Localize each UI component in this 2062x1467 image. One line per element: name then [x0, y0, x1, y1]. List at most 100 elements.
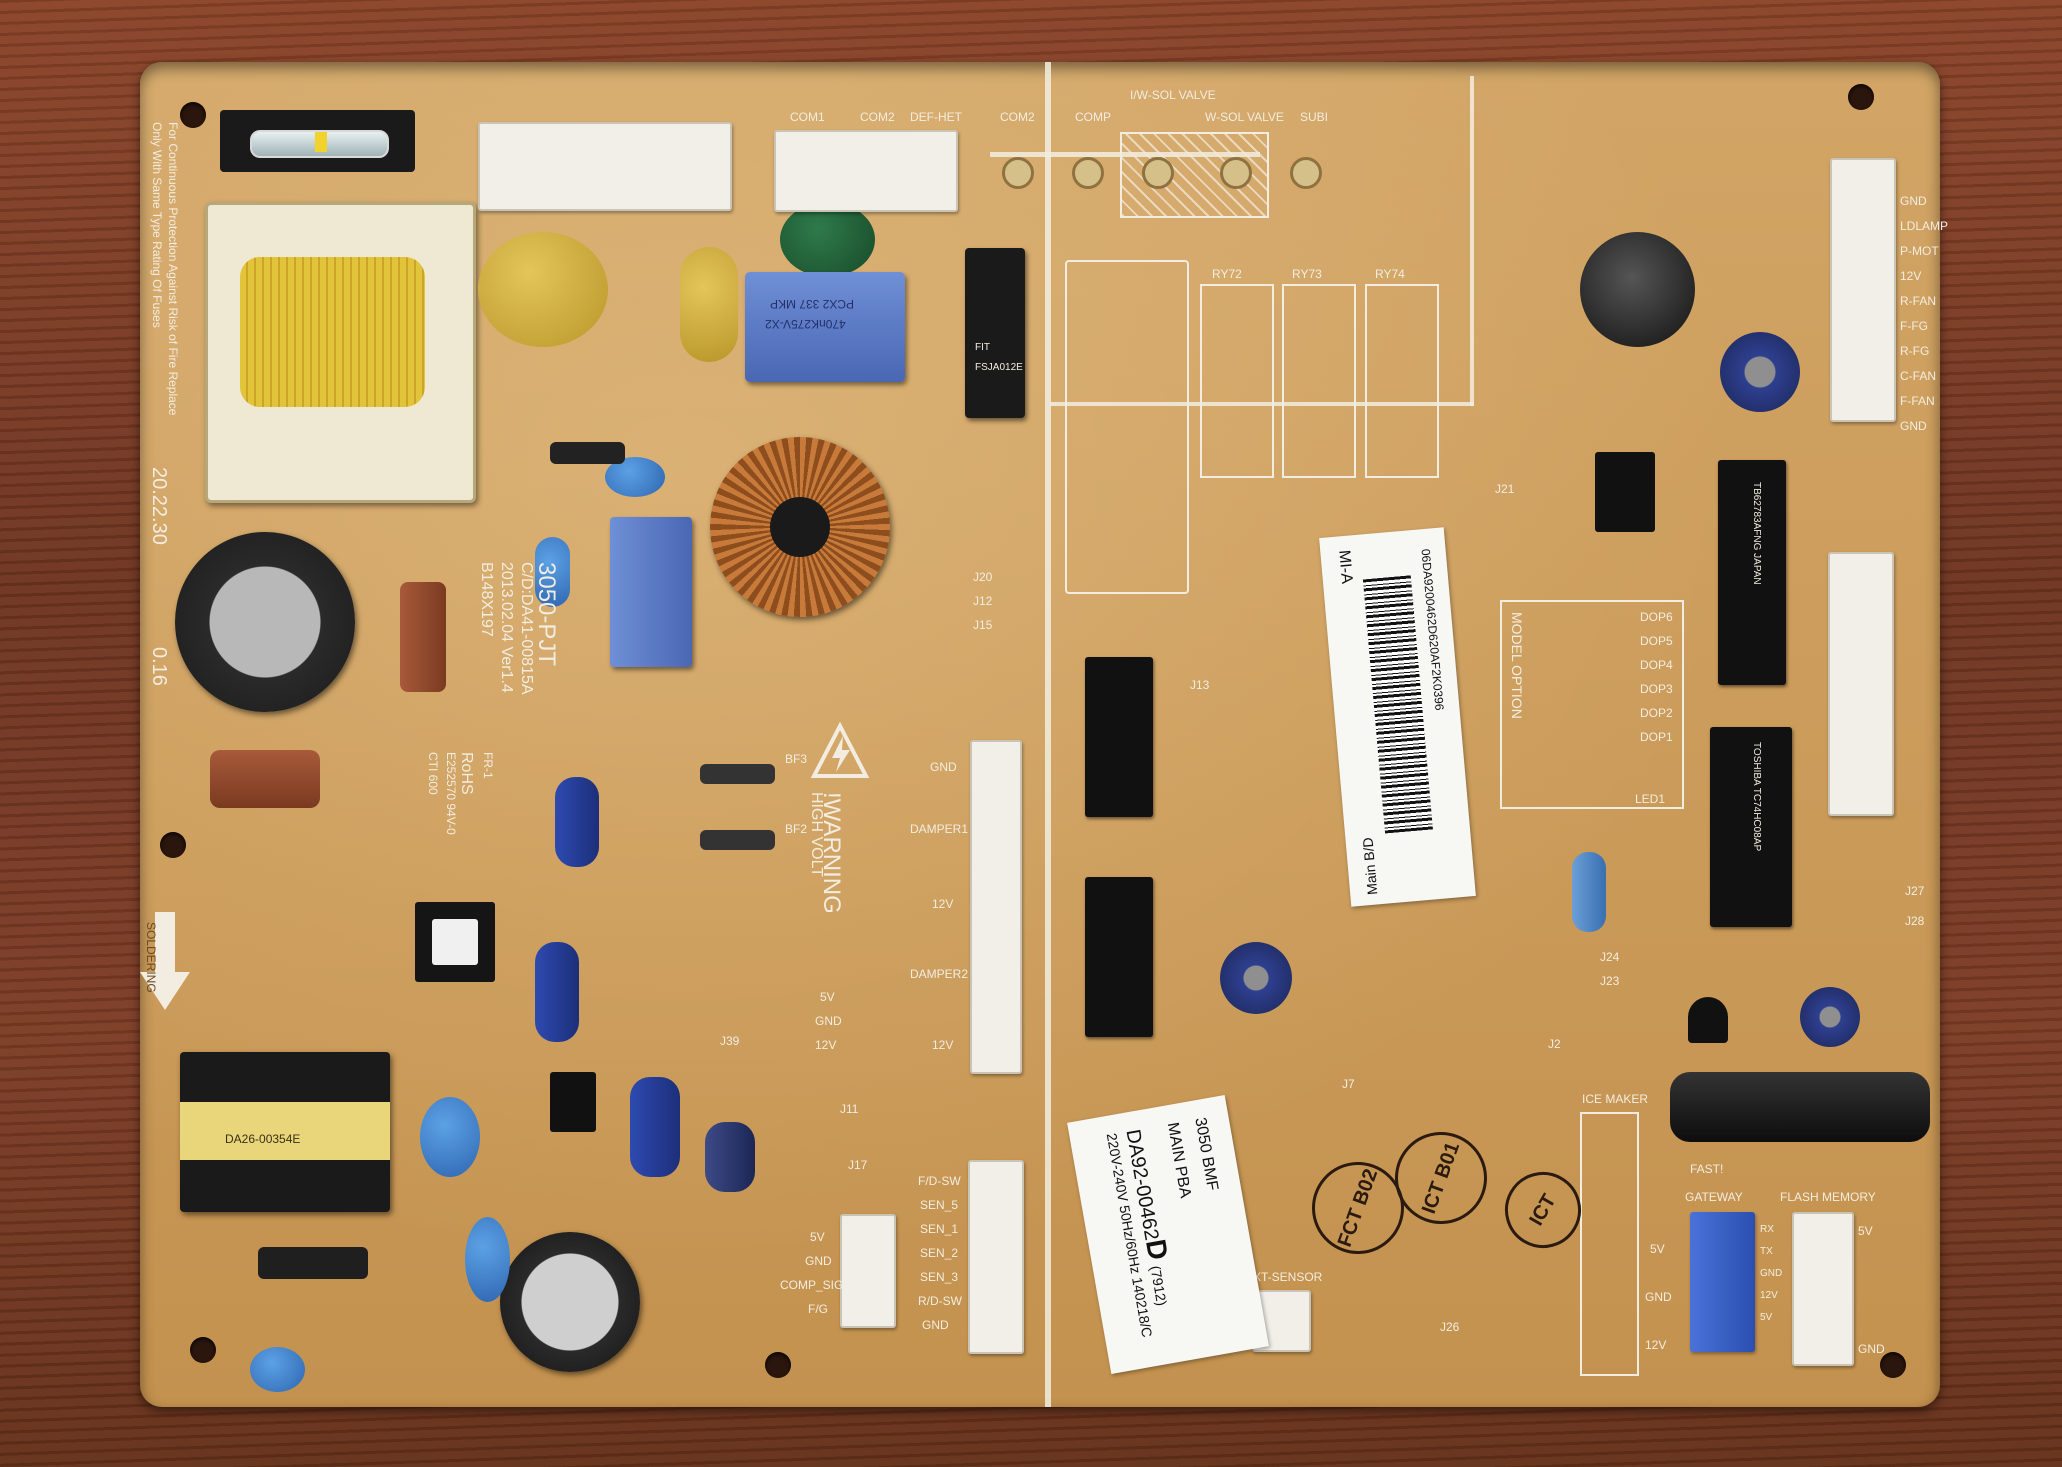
label-sen5: SEN_5	[920, 1198, 959, 1212]
label-12v: 12V	[1900, 269, 1922, 283]
isolation-line	[1470, 76, 1474, 406]
sticker-line3-suffix: D	[1139, 1236, 1174, 1263]
film-cap-marking: 470nK275V-X2	[765, 317, 846, 331]
jumper-j17: J17	[848, 1158, 868, 1172]
mounting-hole	[180, 102, 206, 128]
barcode	[1362, 575, 1433, 834]
label-comp: COMP	[1075, 110, 1111, 124]
fuse-element	[315, 132, 327, 152]
label-subi: SUBI	[1300, 110, 1329, 124]
mounting-hole	[765, 1352, 791, 1378]
jumper-j2: J2	[1548, 1037, 1561, 1051]
ferrite-core	[1670, 1072, 1930, 1142]
label-bf2: BF2	[785, 822, 808, 836]
green-capacitor	[780, 202, 875, 277]
label-iw-sol-valve: I/W-SOL VALVE	[1130, 88, 1216, 102]
label-r-fg: R-FG	[1900, 344, 1930, 358]
sticker-serial: 06DA9200462D620AF2K0396	[1418, 548, 1447, 712]
film-capacitor-brown	[400, 582, 446, 692]
label-ext-sensor: EXT-SENSOR	[1245, 1270, 1323, 1284]
label-dop3: DOP3	[1640, 682, 1673, 696]
label-ice-gnd: GND	[1645, 1290, 1672, 1304]
label-sen2: SEN_2	[920, 1246, 959, 1260]
label-gnd: GND	[815, 1014, 842, 1028]
ic52-marking: TOSHIBA TC74HC08AP	[1751, 742, 1762, 852]
label-r-fan: R-FAN	[1900, 294, 1936, 308]
connector-cn77	[478, 122, 732, 211]
transformer-code: DA26-00354E	[225, 1132, 301, 1146]
electrolytic-capacitor-small	[555, 777, 599, 867]
label-dop5: DOP5	[1640, 634, 1673, 648]
model-option-box	[1500, 600, 1684, 809]
date-line: 2013.02.04 Ver1.4	[498, 562, 515, 693]
electrolytic-capacitor-small	[705, 1122, 755, 1192]
sticker-line1: 3050 BMF	[1191, 1116, 1221, 1192]
stamp-text: ICT B01	[1417, 1139, 1464, 1217]
stamp-text: ICT	[1524, 1190, 1561, 1230]
connector-damper	[970, 740, 1022, 1074]
ic52	[1710, 727, 1792, 927]
terminal-tab	[1142, 157, 1174, 189]
jumper-j26: J26	[1440, 1320, 1460, 1334]
diode	[550, 442, 625, 464]
mounting-hole	[1848, 84, 1874, 110]
label-com1: COM1	[790, 110, 825, 124]
ic31	[1718, 460, 1786, 685]
relay-footprint-ry74	[1365, 284, 1439, 478]
jumper-j11: J11	[840, 1102, 859, 1116]
film-capacitor-brown	[210, 750, 320, 808]
label-fd-sw: F/D-SW	[918, 1174, 961, 1188]
connector-cn51	[1828, 552, 1894, 816]
film-cap-marking: PCX2 337 MKP	[770, 297, 855, 311]
soldering-label: SOLDERING	[144, 922, 158, 993]
stamp-text: FCT B02	[1333, 1165, 1382, 1250]
label-ldlamp: LDLAMP	[1900, 219, 1949, 233]
part-sticker: 3050 BMF MAIN PBA DA92-00462D (7912) 220…	[1067, 1095, 1269, 1374]
relay-model: FSJA012E	[975, 362, 1023, 373]
label-gateway: GATEWAY	[1685, 1190, 1743, 1204]
electrolytic-capacitor-small	[1800, 987, 1860, 1047]
sticker-caption: Main B/D	[1359, 836, 1381, 896]
electrolytic-capacitor-small	[1220, 942, 1292, 1014]
label-bf3: BF3	[785, 752, 808, 766]
jumper-j28: J28	[1905, 914, 1925, 928]
bolt-icon	[832, 736, 850, 772]
ic72	[1085, 657, 1153, 817]
connector-cn73	[840, 1214, 896, 1328]
label-sen3: SEN_3	[920, 1270, 959, 1284]
label-dop4: DOP4	[1640, 658, 1673, 672]
diode-bf2	[700, 830, 775, 850]
label-flash-memory: FLASH MEMORY	[1780, 1190, 1876, 1204]
electrolytic-capacitor-small	[1720, 332, 1800, 412]
jumper-j24: J24	[1600, 950, 1620, 964]
board-numbers-tail: 0.16	[148, 647, 170, 686]
jumper-j23: J23	[1600, 974, 1620, 988]
film-capacitor	[610, 517, 692, 667]
mounting-hole	[160, 832, 186, 858]
connector-cn76	[1830, 158, 1896, 422]
label-rx: RX	[1760, 1224, 1774, 1235]
main-board-sticker: MI-A Main B/D 06DA9200462D620AF2K0396	[1319, 527, 1476, 907]
jumper-j12: J12	[973, 594, 993, 608]
mounting-hole	[1880, 1352, 1906, 1378]
label-flash-gnd: GND	[1858, 1342, 1885, 1356]
relay-brand: FIT	[975, 342, 990, 353]
label-5v: 5V	[810, 1230, 825, 1244]
relay-footprint-ry71	[1065, 260, 1189, 594]
label-f-fan: F-FAN	[1900, 394, 1935, 408]
label-12v: 12V	[932, 897, 954, 911]
relay-footprint-ry73	[1282, 284, 1356, 478]
ul-line: E252570 94V-0	[444, 752, 458, 835]
warning-subtitle: HIGH VOLT	[808, 792, 825, 878]
optocoupler	[550, 1072, 596, 1132]
jumper-j20: J20	[973, 570, 993, 584]
smd-ic-pad	[432, 919, 478, 965]
label-gnd-b: GND	[1900, 419, 1927, 433]
model-option-title: MODEL OPTION	[1509, 612, 1525, 719]
label-ry72: RY72	[1212, 267, 1242, 281]
ceramic-capacitor-blue	[465, 1217, 510, 1302]
fuse-note: Only With Same Type Rating Of Fuses	[150, 122, 164, 328]
warning-triangle-icon	[810, 722, 870, 778]
label-ice-5v: 5V	[1650, 1242, 1665, 1256]
part-number: 3050-PJT	[533, 562, 560, 667]
